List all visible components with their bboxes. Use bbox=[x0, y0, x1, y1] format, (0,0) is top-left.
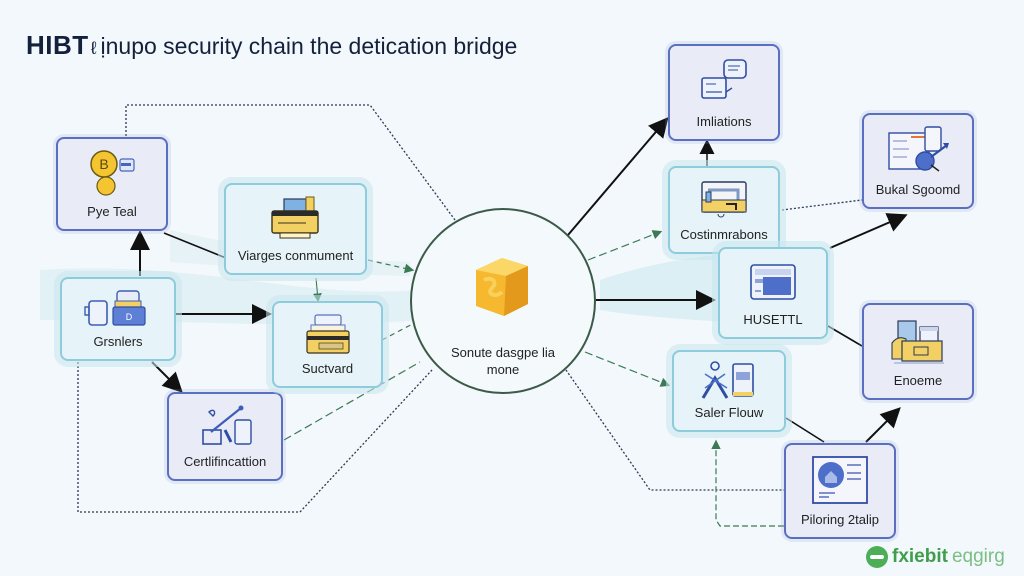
node-bukal-sgoomd[interactable]: Bukal Sgoomd bbox=[862, 113, 974, 209]
dashed-link-viarges-suctvard bbox=[313, 277, 322, 303]
dashed-link-piloring-saler bbox=[711, 439, 784, 527]
dashed-link-hub-cost bbox=[587, 230, 663, 261]
arrow-piloring-enoeme bbox=[865, 407, 901, 443]
node-label: Bukal Sgoomd bbox=[875, 182, 961, 197]
logo-text-light: eqgirg bbox=[951, 546, 1005, 567]
node-enoeme[interactable]: Enoeme bbox=[862, 303, 974, 400]
node-label: HUSETTL bbox=[743, 312, 803, 327]
arrow-pyeteal-viarges bbox=[163, 232, 227, 259]
dashed-link-viarges-hub bbox=[367, 259, 415, 274]
node-grsnlers[interactable]: D Grsnlers bbox=[60, 277, 176, 361]
central-hub[interactable]: Sonute dasgpe lia mone bbox=[410, 208, 596, 394]
node-label: Costinmrabons bbox=[680, 227, 768, 242]
coin-wallet-icon: B bbox=[90, 150, 135, 196]
browser-window-icon bbox=[750, 264, 796, 300]
node-label: Suctvard bbox=[301, 361, 354, 376]
dotted-link-top bbox=[125, 104, 456, 221]
node-pye-teal[interactable]: B Pye Teal bbox=[56, 137, 168, 231]
logo-mark-icon bbox=[866, 546, 888, 568]
node-label: Piloring 2talip bbox=[800, 512, 880, 527]
title-text: ịnupo security chain the detication brid… bbox=[100, 33, 518, 59]
pipe-box-icon bbox=[701, 181, 747, 218]
dotted-link-bottom-right bbox=[565, 369, 784, 491]
tools-tablet-icon bbox=[701, 361, 754, 399]
hub-label-line2: mone bbox=[486, 362, 520, 377]
document-magnifier-icon bbox=[888, 126, 949, 172]
arrow-husettl-enoeme bbox=[827, 325, 863, 347]
hub-label: Sonute dasgpe lia mone bbox=[412, 344, 594, 378]
web-page-globe-icon bbox=[812, 456, 868, 504]
arrow-grsnlers-cert bbox=[151, 361, 183, 393]
svg-text:D: D bbox=[126, 312, 133, 322]
node-label: Imliations bbox=[696, 114, 752, 129]
node-label: Grsnlers bbox=[93, 334, 143, 349]
arrow-saler-piloring bbox=[785, 417, 825, 443]
title-glyph: ℓ bbox=[90, 38, 97, 58]
arrow-hub-imliations bbox=[567, 116, 669, 236]
dashed-link-suctvard-hub bbox=[381, 319, 421, 341]
node-label: Enoeme bbox=[893, 373, 943, 388]
dashed-link-hub-saler bbox=[584, 351, 671, 387]
tools-document-icon bbox=[202, 405, 252, 445]
dashed-link-cert-hub bbox=[283, 361, 421, 441]
chat-documents-icon bbox=[701, 59, 747, 99]
node-label: Saler Flouw bbox=[694, 405, 764, 420]
server-device-icon: D bbox=[84, 290, 146, 326]
node-suctvard[interactable]: Suctvard bbox=[272, 301, 383, 388]
node-saler-flouw[interactable]: Saler Flouw bbox=[672, 350, 786, 432]
dotted-link-bukal bbox=[781, 199, 863, 211]
folder-files-icon bbox=[891, 320, 944, 364]
arrow-husettl-bukal bbox=[829, 213, 908, 249]
node-label: Pye Teal bbox=[87, 204, 137, 219]
brand-logo: fxiebit eqgirg bbox=[866, 546, 1005, 568]
hub-label-line1: Sonute dasgpe lia bbox=[450, 345, 556, 360]
dotted-link-bottom-left bbox=[77, 330, 433, 513]
node-piloring-2talip[interactable]: Piloring 2talip bbox=[784, 443, 896, 539]
node-label: Certlifincattion bbox=[183, 454, 267, 469]
node-label: Viarges conmument bbox=[237, 248, 354, 263]
svg-text:B: B bbox=[99, 156, 108, 172]
printer-icon bbox=[270, 196, 319, 239]
node-husettl[interactable]: HUSETTL bbox=[718, 247, 828, 339]
title-brand: HIBT bbox=[26, 30, 89, 60]
node-imliations[interactable]: Imliations bbox=[668, 44, 780, 141]
gold-cube-icon bbox=[476, 258, 528, 316]
logo-text-bold: fxiebit bbox=[892, 546, 948, 567]
node-certification[interactable]: Certlifincattion bbox=[167, 392, 283, 481]
node-viarges-conmument[interactable]: Viarges conmument bbox=[224, 183, 367, 275]
card-stack-icon bbox=[305, 314, 350, 354]
node-costinmrabons[interactable]: Costinmrabons bbox=[668, 166, 780, 254]
